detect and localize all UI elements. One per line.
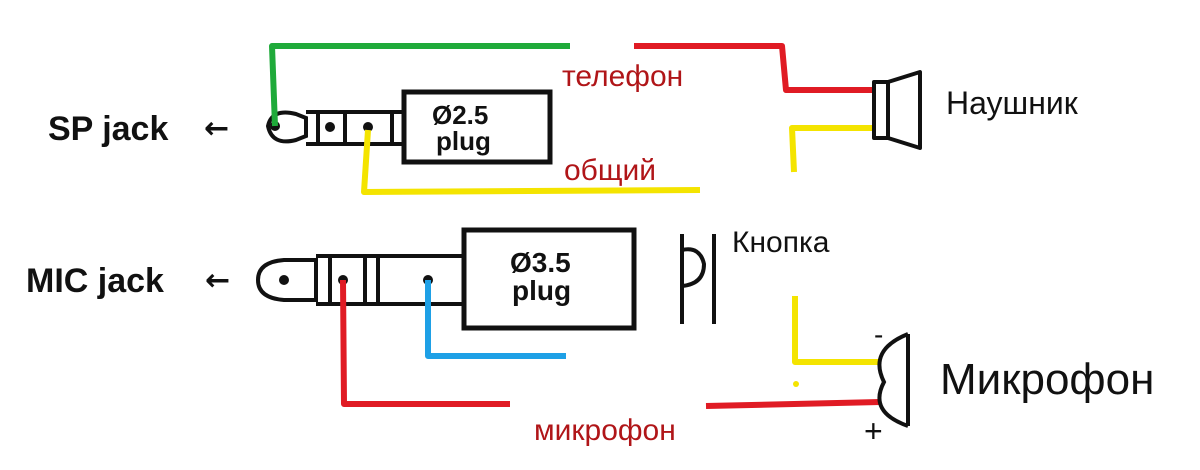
yellow-dot bbox=[793, 381, 799, 387]
red-wire-phone bbox=[634, 43, 876, 93]
blue-wire bbox=[425, 280, 566, 359]
sp-ring-contact bbox=[325, 122, 335, 132]
red-wire-mic-right bbox=[705, 399, 881, 409]
push-button-icon bbox=[680, 234, 716, 324]
minus-label: - bbox=[874, 319, 883, 350]
sp-plug-line1: Ø2.5 bbox=[432, 100, 488, 130]
yellow-wire-common-right bbox=[789, 125, 876, 173]
speaker-icon bbox=[872, 70, 922, 150]
obshchiy-label: общий bbox=[564, 154, 656, 187]
red-wire-mic-left bbox=[340, 279, 510, 407]
mic-plug-line1: Ø3.5 bbox=[510, 247, 571, 278]
mic-arrow: ← bbox=[205, 263, 230, 298]
mic-jack-label: MIC jack bbox=[26, 262, 164, 300]
mic-plug bbox=[255, 227, 637, 331]
plus-label: + bbox=[864, 413, 883, 449]
yellow-wire-common-left bbox=[361, 129, 701, 195]
microphone-icon bbox=[877, 332, 910, 428]
green-wire bbox=[269, 43, 570, 127]
sp-sleeve-contact bbox=[363, 122, 373, 132]
naushnik-label: Наушник bbox=[946, 85, 1079, 121]
sp-plug bbox=[265, 89, 553, 165]
sp-jack-label: SP jack bbox=[48, 110, 168, 148]
telefon-label: телефон bbox=[562, 60, 683, 93]
mikrofon-wire-label: микрофон bbox=[534, 414, 676, 447]
yellow-wire-mic bbox=[792, 296, 880, 365]
knopka-label: Кнопка bbox=[732, 226, 830, 259]
mikrofon-label: Микрофон bbox=[940, 355, 1154, 404]
sp-plug-line2: plug bbox=[436, 126, 491, 156]
sp-arrow: ← bbox=[204, 111, 229, 146]
mic-plug-line2: plug bbox=[512, 275, 571, 306]
mic-tip-contact bbox=[279, 275, 289, 285]
